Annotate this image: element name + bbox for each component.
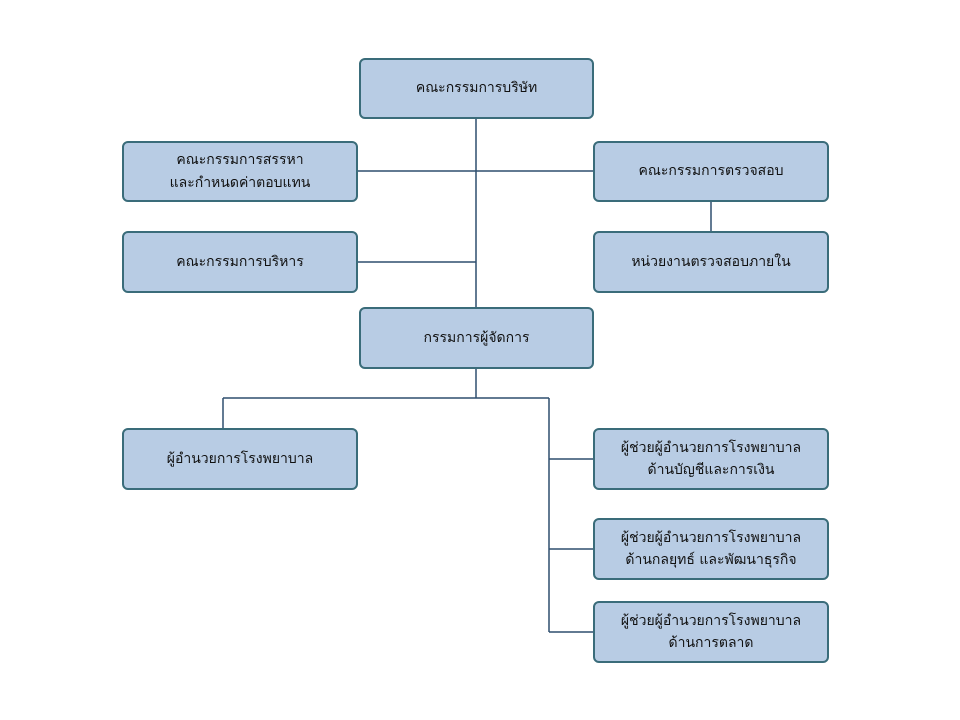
- asst-director-strategy-label-line1: ผู้ช่วยผู้อำนวยการโรงพยาบาล: [620, 529, 802, 546]
- internal-audit-box: หน่วยงานตรวจสอบภายใน: [593, 231, 829, 293]
- asst-director-finance-box: ผู้ช่วยผู้อำนวยการโรงพยาบาล ด้านบัญชีและ…: [593, 428, 829, 490]
- hospital-director-box: ผู้อำนวยการโรงพยาบาล: [122, 428, 358, 490]
- asst-director-marketing-box: ผู้ช่วยผู้อำนวยการโรงพยาบาล ด้านการตลาด: [593, 601, 829, 663]
- managing-director-box: กรรมการผู้จัดการ: [359, 307, 594, 369]
- asst-director-strategy-box: ผู้ช่วยผู้อำนวยการโรงพยาบาล ด้านกลยุทธ์ …: [593, 518, 829, 580]
- asst-director-finance-label-line1: ผู้ช่วยผู้อำนวยการโรงพยาบาล: [620, 439, 802, 456]
- audit-committee-label: คณะกรรมการตรวจสอบ: [638, 163, 784, 180]
- asst-director-strategy-label-line2: ด้านกลยุทธ์ และพัฒนาธุรกิจ: [625, 552, 797, 568]
- nomination-committee-label-line2: และกำหนดค่าตอบแทน: [169, 174, 311, 191]
- board-of-directors-label: คณะกรรมการบริษัท: [415, 80, 538, 97]
- asst-director-finance-label-line2: ด้านบัญชีและการเงิน: [647, 462, 775, 478]
- asst-director-marketing-label-line2: ด้านการตลาด: [668, 635, 754, 651]
- internal-audit-label: หน่วยงานตรวจสอบภายใน: [631, 253, 791, 270]
- hospital-director-label: ผู้อำนวยการโรงพยาบาล: [166, 450, 314, 467]
- board-of-directors-box: คณะกรรมการบริษัท: [359, 58, 594, 119]
- audit-committee-box: คณะกรรมการตรวจสอบ: [593, 141, 829, 202]
- executive-committee-box: คณะกรรมการบริหาร: [122, 231, 358, 293]
- nomination-committee-box: คณะกรรมการสรรหา และกำหนดค่าตอบแทน: [122, 141, 358, 202]
- managing-director-label: กรรมการผู้จัดการ: [423, 329, 530, 346]
- executive-committee-label: คณะกรรมการบริหาร: [176, 253, 304, 270]
- asst-director-marketing-label-line1: ผู้ช่วยผู้อำนวยการโรงพยาบาล: [620, 612, 802, 629]
- nomination-committee-label-line1: คณะกรรมการสรรหา: [176, 152, 304, 169]
